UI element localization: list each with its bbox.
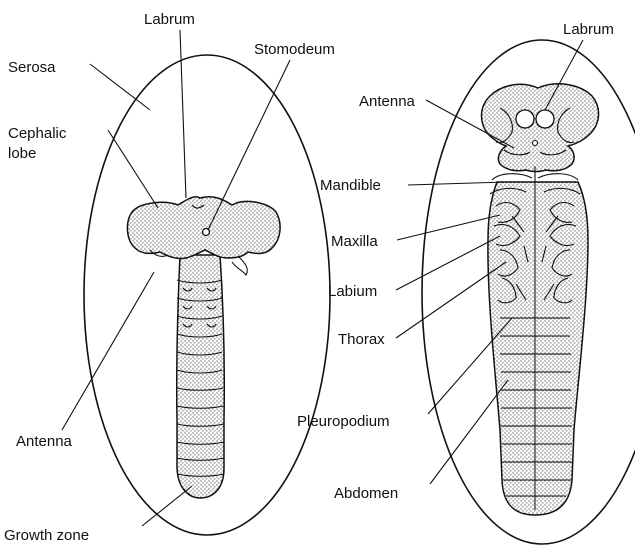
left-cephalic-lobe [127,197,280,259]
label-growth-zone: Growth zone [4,527,89,544]
label-labrum-right: Labrum [563,21,614,38]
leader-serosa [90,64,150,110]
label-pleuropodium: Pleuropodium [297,413,390,430]
right-embryo: Labrum Antenna Mandible Maxilla Labium T… [297,21,635,544]
label-antenna-right: Antenna [359,93,416,110]
label-cephalic-lobe-2: lobe [8,145,36,162]
leader-labrum-left [180,30,186,198]
label-serosa: Serosa [8,59,56,76]
right-head [482,84,599,172]
label-cephalic-lobe-1: Cephalic [8,125,67,142]
leader-mandible [408,182,506,185]
leader-labium [396,236,500,290]
left-germ-band [177,255,225,498]
leader-antenna-left [62,272,154,430]
label-stomodeum: Stomodeum [254,41,335,58]
leader-growth-zone [142,486,192,526]
right-labrum-left [516,110,534,128]
label-abdomen: Abdomen [334,485,398,502]
right-germ-band [488,182,588,515]
left-embryo: Labrum Stomodeum Serosa Cephalic lobe An… [4,11,335,544]
label-mandible: Mandible [320,177,381,194]
label-labium: Labium [328,283,377,300]
label-antenna-left: Antenna [16,433,73,450]
right-stomodeum [533,141,538,146]
leader-maxilla [397,215,500,240]
right-labrum-right [536,110,554,128]
leader-cephalic-lobe [108,130,158,208]
label-labrum-left: Labrum [144,11,195,28]
label-maxilla: Maxilla [331,233,378,250]
label-thorax: Thorax [338,331,385,348]
